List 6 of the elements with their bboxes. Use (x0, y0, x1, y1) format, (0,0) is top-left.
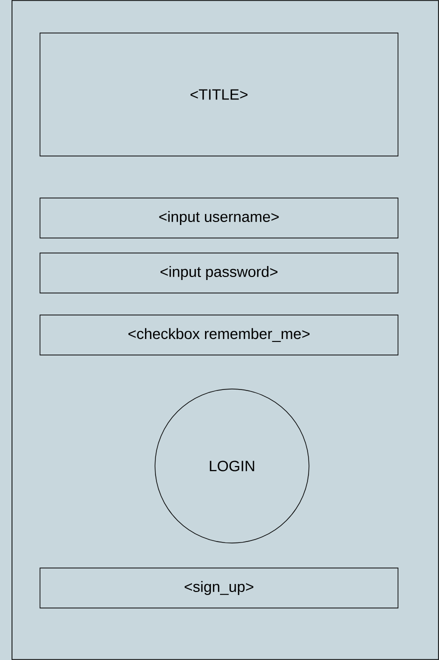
sign-up-box: <sign_up> (40, 568, 398, 608)
input-field: <input password> (40, 252, 398, 294)
input-field: <input username> (40, 198, 398, 238)
checkbox-field: <checkbox remember_me> (40, 314, 398, 356)
title-box: <TITLE> (40, 32, 398, 156)
login-button: LOGIN (154, 388, 310, 544)
